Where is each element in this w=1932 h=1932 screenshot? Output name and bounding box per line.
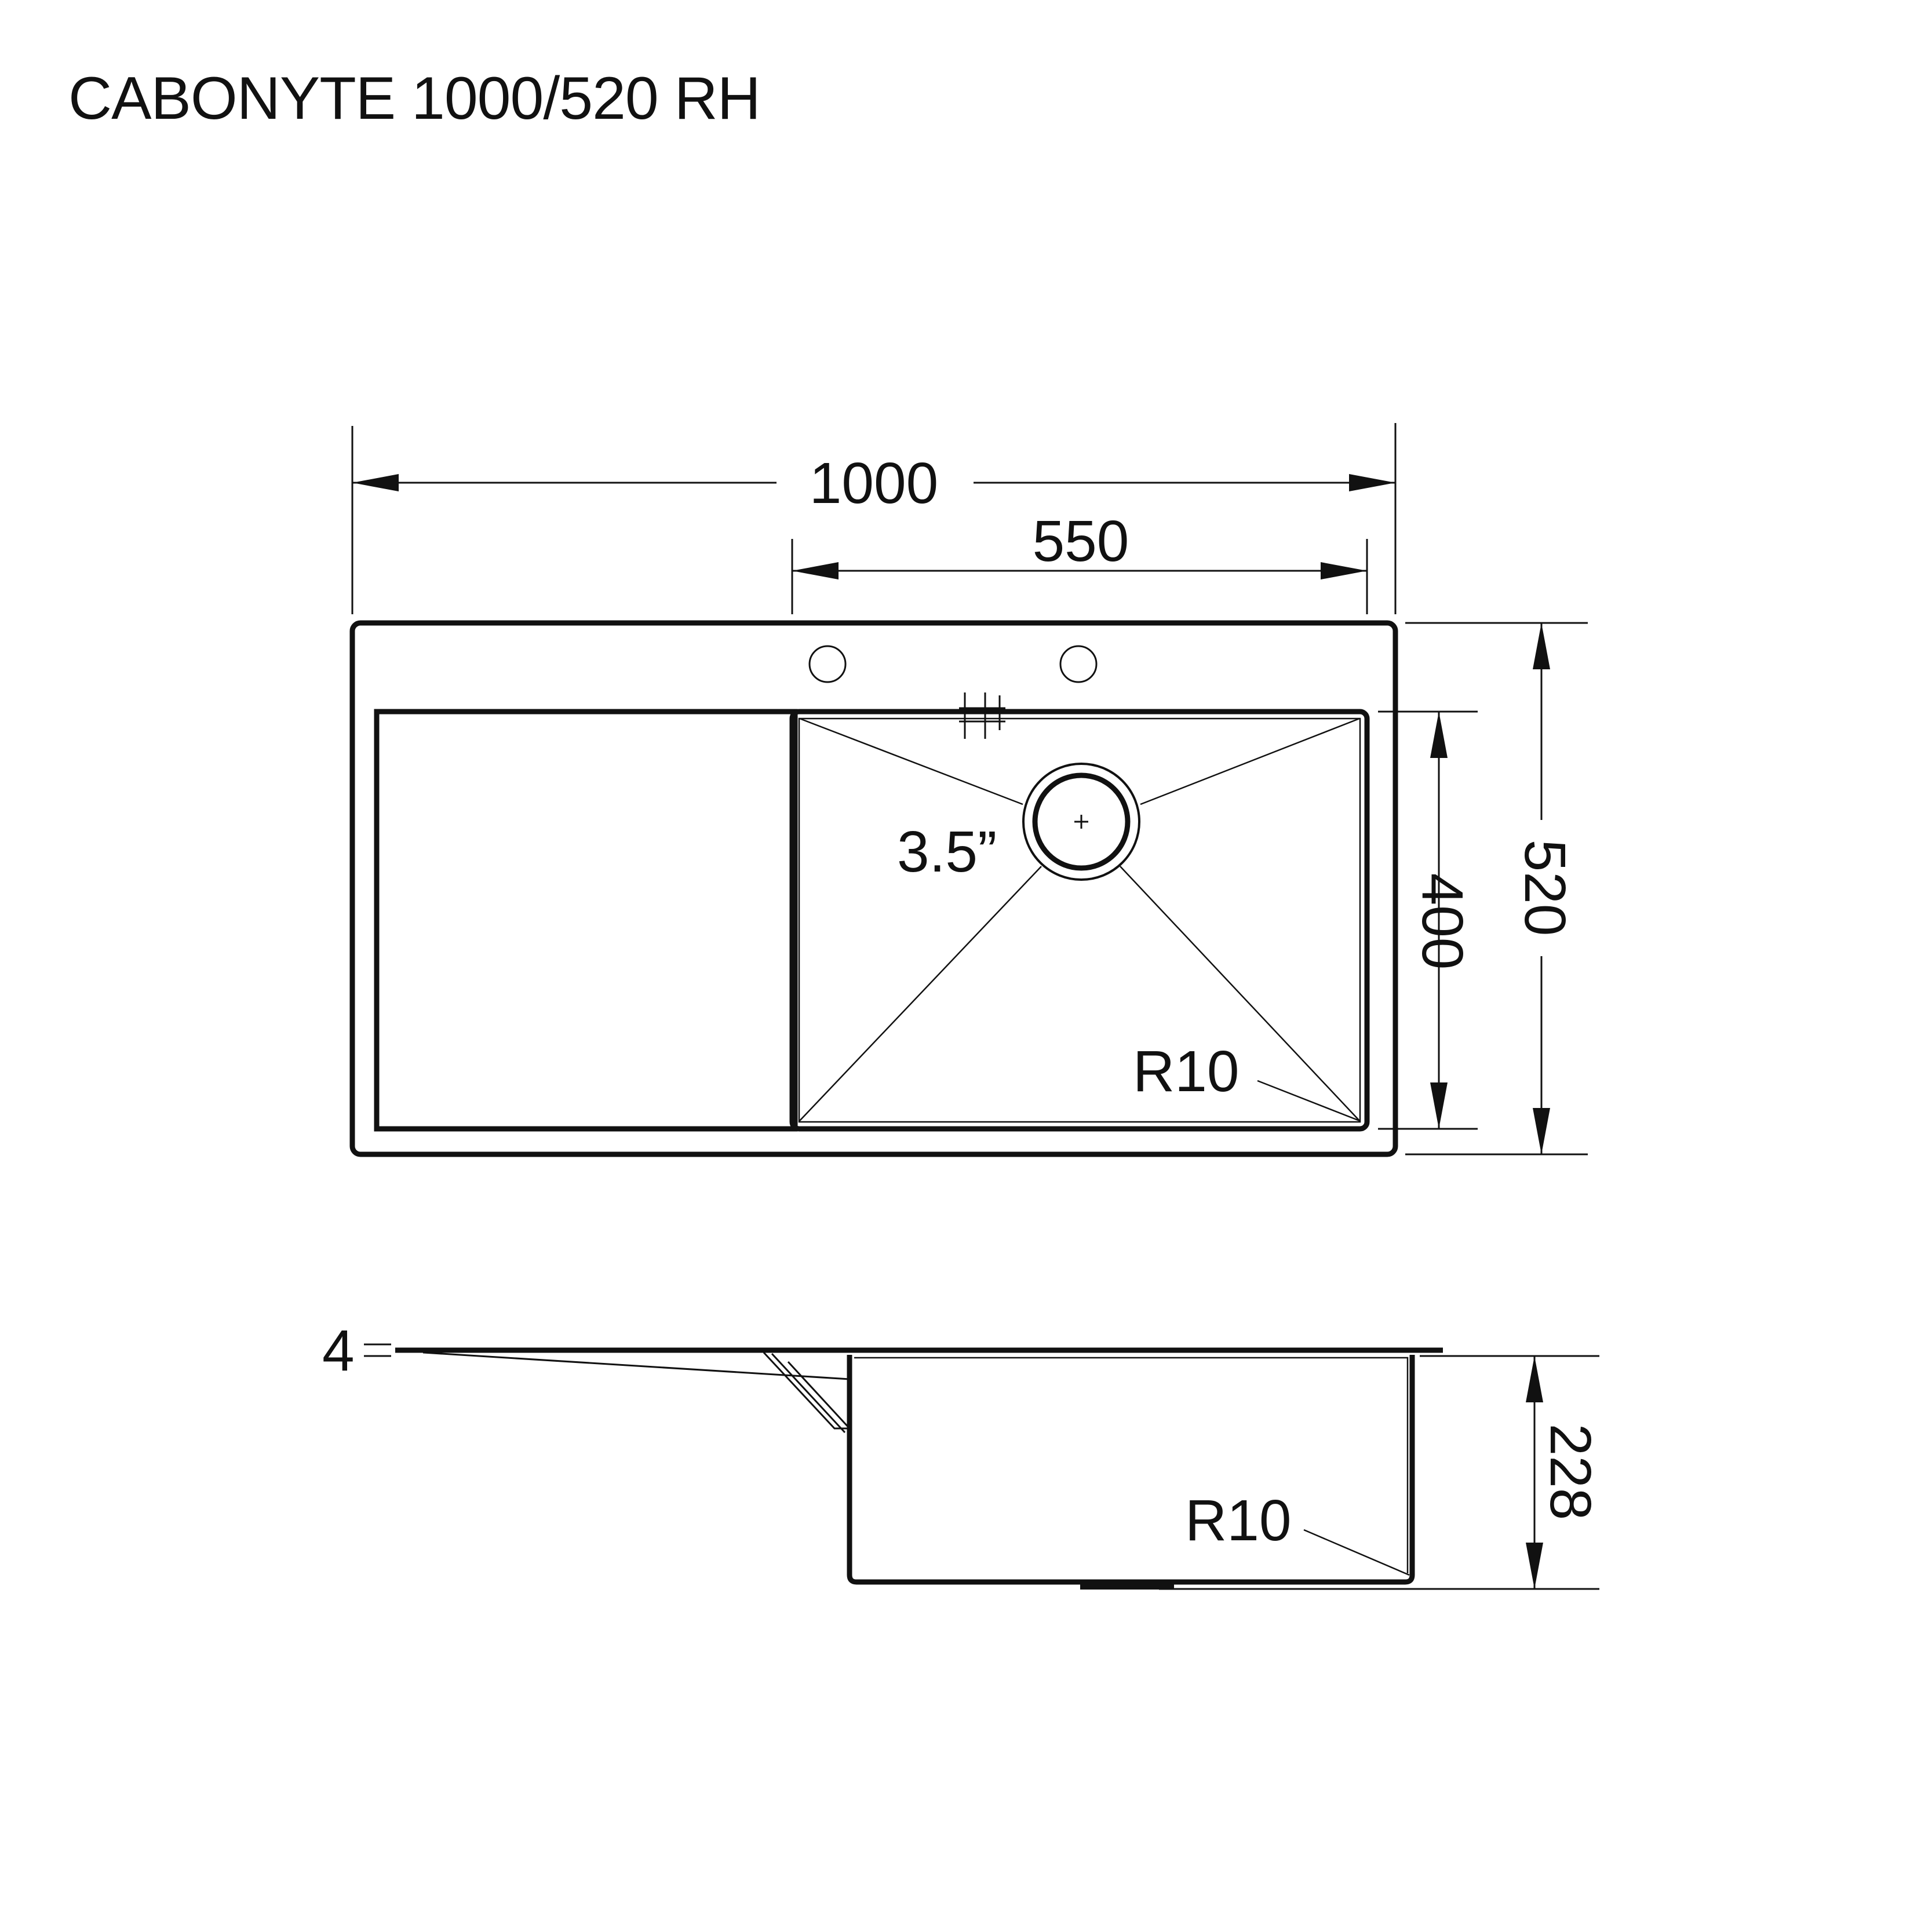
plan-view [349, 620, 1398, 1157]
overflow-mark [959, 692, 1005, 739]
tap-hole-left [808, 645, 847, 683]
drain-size-label: 3.5” [897, 819, 997, 884]
drain-outer [1022, 763, 1140, 881]
dim-label-400: 400 [1410, 873, 1475, 970]
bowl-side-outline [847, 1355, 1415, 1585]
dim-label-4: 4 [322, 1318, 355, 1383]
dim-label-520: 520 [1512, 840, 1577, 936]
drainboard [374, 709, 798, 1132]
bowl-outline [789, 709, 1370, 1132]
drain-waste [1080, 1581, 1174, 1590]
tap-hole-right [1059, 645, 1098, 683]
plan-dimensions [351, 423, 1588, 1155]
drainboard-underside [422, 1351, 850, 1380]
r10-leader-plan [1257, 1080, 1360, 1122]
drawing-title: CABONYTE 1000/520 RH [68, 65, 761, 132]
bracket-edge [771, 1353, 846, 1434]
dim-label-550: 550 [1033, 509, 1129, 574]
corner-radius-label-plan: R10 [1133, 1039, 1239, 1104]
side-dimensions [364, 1343, 1599, 1590]
bowl-inner [798, 717, 1361, 1123]
drain-center-icon [1074, 815, 1088, 829]
dim-label-1000: 1000 [810, 451, 938, 516]
bowl-fold-lines [799, 717, 1360, 1121]
dim-label-228: 228 [1538, 1424, 1603, 1521]
bowl-side-inner [854, 1357, 1409, 1573]
side-view [395, 1347, 1443, 1590]
corner-radius-label-side: R10 [1185, 1488, 1291, 1553]
drain-inner [1032, 772, 1131, 871]
sink-outline [349, 620, 1398, 1157]
r10-leader-side [1303, 1529, 1410, 1576]
